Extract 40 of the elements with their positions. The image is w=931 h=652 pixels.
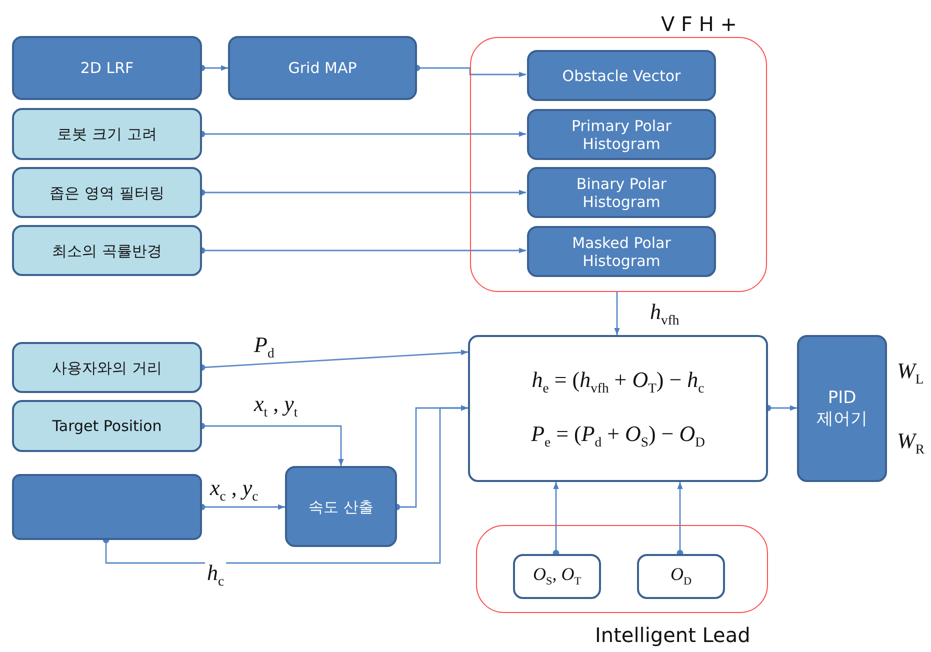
- process-box: [12, 36, 202, 100]
- node-label: 2D LRF: [79, 59, 135, 77]
- node-label: Target Position: [51, 417, 163, 435]
- node-label: Grid MAP: [287, 59, 358, 77]
- formula: O$_{D}$: [669, 564, 693, 589]
- node-label: 최소의 곡률반경: [51, 242, 163, 260]
- node-label: 로봇 크기 고려: [56, 125, 158, 143]
- node-label: 사용자와의 거리: [51, 358, 163, 376]
- formula: O$_{S}$, O$_{T}$: [532, 564, 582, 589]
- group-heading: Intelligent Lead: [595, 623, 750, 647]
- input-box: [12, 225, 202, 276]
- node-label: Obstacle Vector: [561, 66, 682, 84]
- node-label: 좁은 영역 필터링: [48, 184, 166, 202]
- formula-box: [637, 554, 725, 599]
- process-box: [527, 167, 716, 218]
- node-label: Masked Polar Histogram: [571, 234, 672, 270]
- input-box: [12, 400, 202, 452]
- formula-box: [513, 554, 601, 599]
- process-box: [527, 50, 716, 101]
- input-box: [12, 167, 202, 218]
- node-label: 속도 산출: [308, 498, 374, 516]
- input-box: [12, 108, 202, 160]
- process-box: [285, 466, 397, 547]
- arrow: [102, 405, 468, 564]
- node-label: Binary Polar Histogram: [575, 174, 668, 210]
- process-box: [228, 36, 417, 100]
- process-box: [527, 109, 716, 160]
- arrow: [676, 482, 684, 556]
- input-box: [12, 342, 202, 393]
- group-heading: V F H +: [661, 12, 738, 36]
- arrow: [614, 292, 620, 335]
- node-label: Primary Polar Histogram: [570, 116, 672, 152]
- process-box: [527, 226, 716, 277]
- arrow: [552, 482, 560, 556]
- formula: P$_{e}$ = (P$_{d}$ + O$_{S}$) − O$_{D}$: [530, 420, 706, 450]
- node-label: PID 제어기: [816, 388, 868, 429]
- formula: h$_{e}$ = (h$_{vfh}$ + O$_{T}$) − h$_{c}$: [530, 366, 706, 396]
- edge-label: h$_{c}$: [205, 561, 226, 588]
- process-box: [12, 474, 202, 540]
- formula-box: [468, 335, 768, 482]
